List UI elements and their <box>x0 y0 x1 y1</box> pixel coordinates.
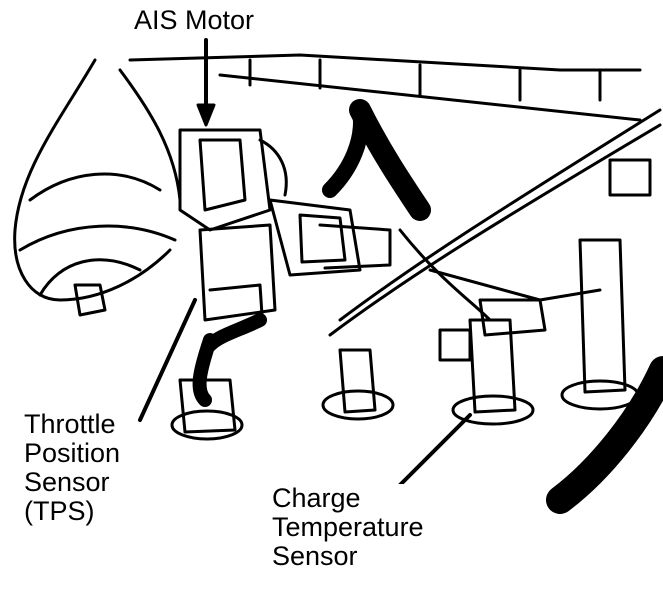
ribbed-hose <box>349 99 431 221</box>
label-ais-motor: AIS Motor <box>132 5 257 35</box>
upper-manifold <box>128 53 642 72</box>
fuel-injectors <box>170 238 640 441</box>
ais-connector <box>268 198 362 277</box>
tps-pointer <box>138 298 197 422</box>
corrugated-hose <box>546 356 663 514</box>
charge-temp-sensor <box>478 298 547 337</box>
label-charge-temperature-sensor: Charge Temperature Sensor <box>270 483 426 571</box>
throttle-cable <box>338 108 662 322</box>
air-intake-hose <box>13 58 172 302</box>
tps-sensor <box>198 223 277 322</box>
label-tps: Throttle Position Sensor (TPS) <box>22 409 123 526</box>
cts-pointer <box>388 413 472 497</box>
throttle-body <box>178 128 272 232</box>
